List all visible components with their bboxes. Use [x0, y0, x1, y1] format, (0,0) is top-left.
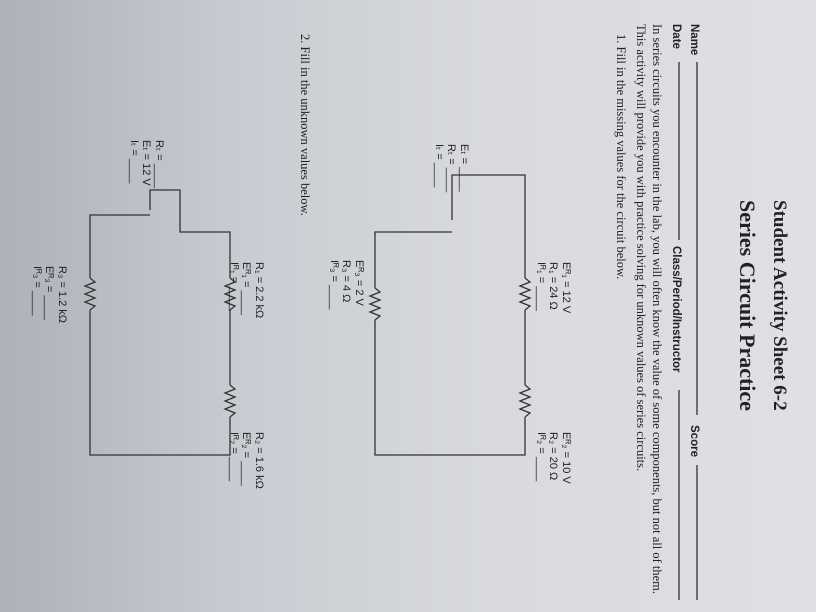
- circuit-2-r1-values: R₁ = 2.2 kΩ Eᴿ₁ = ____ Iᴿ₁ = ____: [228, 262, 265, 319]
- header-lines: [678, 62, 698, 600]
- resistor-3-symbol: [368, 287, 382, 321]
- resistor-3-symbol-2: [83, 277, 97, 311]
- resistor-2-symbol-2: [223, 384, 237, 418]
- resistor-1-symbol-2: [223, 277, 237, 311]
- circuit-2: [83, 189, 237, 456]
- circuit-1-r1-values: Eᴿ₁ = 12 V R₁ = 24 Ω Iᴿ₁ = ____: [535, 262, 572, 314]
- circuit-2-r2-values: R₂ = 1.6 kΩ Eᴿ₂ = ____ Iᴿ₂ = ____: [228, 432, 265, 489]
- circuit-1-r3-values: Eᴿ₃ = 2 V R₃ = 4 Ω Iᴿ₃ = ____: [328, 260, 365, 310]
- circuit-2-source-values: Rₜ = ____ Eₜ = 12 V Iₜ = ____: [128, 140, 165, 189]
- circuit-1: [368, 174, 532, 456]
- resistor-2-symbol: [518, 384, 532, 418]
- circuit-1-source-values: Eₜ = ____ Rₜ = ____ Iₜ = ____: [433, 144, 470, 193]
- resistor-1-symbol: [518, 277, 532, 311]
- circuit-1-r2-values: Eᴿ₂ = 10 V R₂ = 20 Ω Iᴿ₂ = ____: [535, 432, 572, 484]
- circuit-2-r3-values: R₃ = 1.2 kΩ Eᴿ₃ = ____ Iᴿ₃ = ____: [31, 266, 68, 324]
